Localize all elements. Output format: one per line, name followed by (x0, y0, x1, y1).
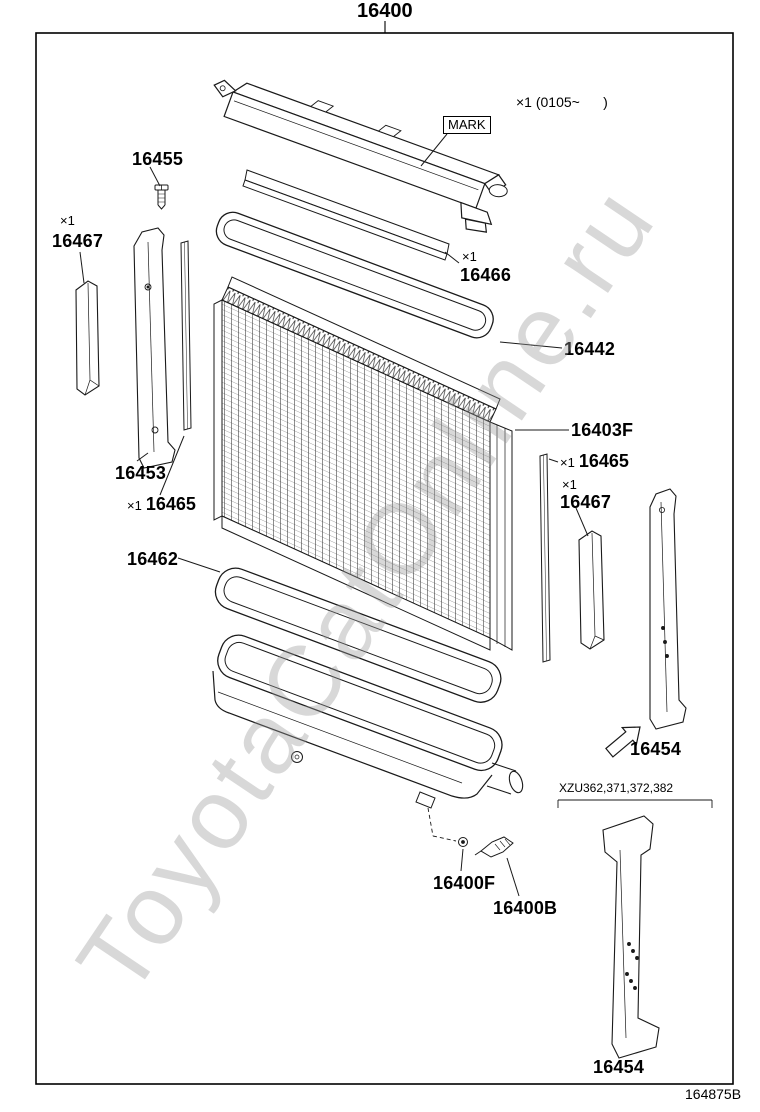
callout-16454-lower: 16454 (593, 1057, 645, 1077)
gasket-16462-drawing (214, 567, 502, 703)
callout-16455: 16455 (132, 149, 184, 169)
screw-16455-drawing (154, 184, 169, 210)
qty-16465-right: ×1 (560, 455, 575, 470)
bracket-16453-drawing (133, 227, 176, 469)
applicability-bracket-line (557, 799, 713, 808)
pad-16467-left-drawing (75, 280, 100, 396)
drain-leader-dashed (427, 807, 457, 842)
callout-16462: 16462 (127, 549, 179, 569)
upper-tank-drawing (213, 79, 508, 233)
callout-16465-left: ×1 16465 (127, 494, 196, 515)
bracket-16454-lower-drawing (602, 815, 660, 1059)
callout-16403F: 16403F (571, 420, 634, 440)
callout-16466: 16466 (460, 265, 512, 285)
callout-16467-right: 16467 (560, 492, 612, 512)
qty-16466: ×1 (462, 249, 477, 264)
strip-16465-left-drawing (180, 240, 192, 431)
lower-tank-drawing (212, 634, 524, 809)
qty-16467-left: ×1 (60, 213, 75, 228)
strip-16465-right-drawing (539, 453, 551, 663)
callout-16442: 16442 (564, 339, 616, 359)
callout-16467-left: 16467 (52, 231, 104, 251)
assembly-number-label: 16400 (357, 0, 413, 22)
leader-lines (79, 133, 589, 897)
qty-16467-right: ×1 (562, 477, 577, 492)
drain-plug-16400F-drawing (458, 837, 468, 847)
callout-16454-upper: 16454 (630, 739, 682, 759)
part-16465-right: 16465 (578, 451, 629, 471)
direction-arrow (605, 726, 641, 758)
pad-16467-right-drawing (578, 530, 605, 650)
callout-16453: 16453 (115, 463, 167, 483)
radiator-core-drawing (213, 276, 513, 651)
drain-cock-16400B-drawing (474, 836, 514, 858)
callout-16465-right: ×1 16465 (560, 451, 629, 472)
mark-box-label: MARK (443, 116, 491, 134)
callout-16400B: 16400B (493, 898, 558, 918)
gasket-16442-drawing (215, 211, 494, 339)
date-range-note: ×1 (0105~ ) (516, 94, 608, 110)
mark-callout: MARK (443, 116, 491, 134)
qty-16465-left: ×1 (127, 498, 142, 513)
applicability-note: XZU362,371,372,382 (559, 781, 674, 795)
bracket-16454-upper-drawing (649, 488, 687, 730)
drawing-code: 164875B (685, 1086, 742, 1102)
callout-16400F: 16400F (433, 873, 496, 893)
part-16465-left: 16465 (145, 494, 196, 514)
